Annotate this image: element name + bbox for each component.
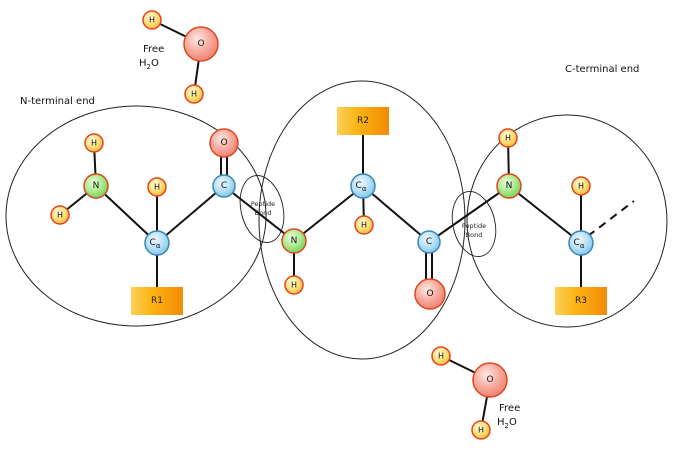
hydrogen-atom <box>284 275 304 295</box>
residue-2-outline <box>258 80 466 360</box>
bond <box>223 185 295 242</box>
oxygen-atom <box>209 128 239 158</box>
bond <box>362 185 430 243</box>
hydrogen-atom <box>50 205 70 225</box>
atom-label: H <box>438 352 444 361</box>
alpha-carbon-label: Cα <box>356 181 367 193</box>
r2-label: R2 <box>357 116 369 126</box>
atom-label: N <box>93 181 100 191</box>
atom-label: C <box>221 181 227 191</box>
atom-label: C <box>426 237 432 247</box>
bond <box>428 185 510 243</box>
atom-label: H <box>361 221 367 230</box>
atom-label: H <box>478 426 484 435</box>
alpha-carbon-atom <box>568 230 594 256</box>
atom-label: N <box>506 181 513 191</box>
r3-group <box>555 287 607 315</box>
atom-label: H <box>91 139 97 148</box>
bond <box>508 185 582 244</box>
hydrogen-atom <box>354 215 374 235</box>
peptide-bond-1-label-line1: Peptide <box>251 200 275 208</box>
atom-label: O <box>220 138 227 148</box>
oxygen-atom <box>472 362 508 398</box>
hydrogen-atom <box>142 10 162 30</box>
bond <box>156 185 225 244</box>
peptide-bond-2-label-line2: Bond <box>466 231 483 239</box>
atom-label: H <box>578 182 584 191</box>
r3-label: R3 <box>575 296 587 306</box>
hydrogen-atom <box>571 176 591 196</box>
oxygen-atom <box>183 26 219 62</box>
carbon-atom <box>212 174 236 198</box>
dashed-continuation-bond <box>587 200 635 237</box>
nitrogen-atom <box>83 173 109 199</box>
alpha-carbon-atom <box>350 173 376 199</box>
free-water-label: Free <box>499 403 520 414</box>
bond <box>95 185 158 244</box>
hydrogen-atom <box>498 128 518 148</box>
atom-label: O <box>486 375 493 385</box>
hydrogen-atom <box>431 346 451 366</box>
h2o-formula: H2O <box>139 58 159 71</box>
peptide-bond-2-outline <box>451 191 497 257</box>
residue-3-outline <box>466 114 668 328</box>
atom-label: H <box>291 281 297 290</box>
atom-label: H <box>149 16 155 25</box>
alpha-carbon-label: Cα <box>574 238 585 250</box>
nitrogen-atom <box>496 173 522 199</box>
hydrogen-atom <box>84 133 104 153</box>
peptide-bond-2-label-line1: Peptide <box>462 222 486 230</box>
r1-label: R1 <box>151 296 163 306</box>
carbon-atom <box>417 230 441 254</box>
atom-label: H <box>505 134 511 143</box>
bond <box>293 185 364 242</box>
atom-label: N <box>291 236 298 246</box>
hydrogen-atom <box>147 177 167 197</box>
c-terminal-label: C-terminal end <box>565 64 639 75</box>
hydrogen-atom <box>184 84 204 104</box>
atom-label: H <box>191 90 197 99</box>
alpha-carbon-label: Cα <box>150 238 161 250</box>
free-water-label: Free <box>143 44 164 55</box>
atom-label: O <box>197 39 204 49</box>
peptide-bond-1-label-line2: Bond <box>255 209 272 217</box>
oxygen-atom <box>414 278 446 310</box>
alpha-carbon-atom <box>144 230 170 256</box>
hydrogen-atom <box>471 420 491 440</box>
h2o-formula: H2O <box>497 417 517 430</box>
peptide-bond-1-outline <box>239 175 285 243</box>
atom-label: H <box>154 183 160 192</box>
r2-group <box>337 107 389 135</box>
atom-label: H <box>57 211 63 220</box>
n-terminal-label: N-terminal end <box>20 96 95 107</box>
r1-group <box>131 287 183 315</box>
nitrogen-atom <box>281 228 307 254</box>
residue-1-outline <box>5 105 267 327</box>
atom-label: O <box>426 289 433 299</box>
